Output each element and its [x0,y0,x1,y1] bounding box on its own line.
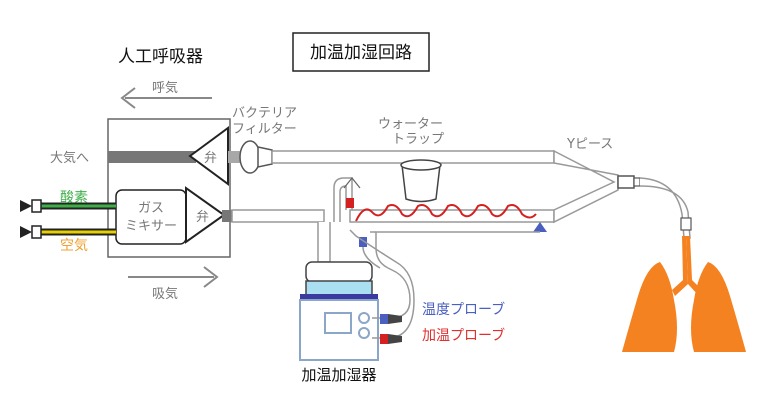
oxygen-label: 酸素 [60,190,88,206]
temp-probe-tip-icon [533,222,547,232]
inhale-valve-icon [185,186,226,244]
ventilator-label: 人工呼吸器 [118,47,203,67]
water-trap-icon [400,159,442,203]
heating-probe-label: 加温プローブ [422,327,505,344]
bacteria-filter-label-line2: フィルター [232,122,297,137]
y-piece [553,149,641,224]
exhale-label: 呼気 [152,80,178,96]
humidifier-knob-lower[interactable] [358,327,370,339]
humidifier-label: 加温加湿器 [301,366,376,384]
gas-mixer-label-line1: ガス [138,201,164,216]
inhale-arrow-icon [128,266,219,288]
bacteria-filter-label-line1: バクテリア [232,106,297,121]
humidifier-knob-upper[interactable] [358,312,370,324]
heating-probe-plug-icon [380,334,402,344]
exhaust-tube [108,151,196,163]
gas-mixer-box [115,189,187,245]
temp-probe-connector-icon [359,237,367,247]
inspiratory-tube [231,209,555,223]
humidifier-unit [299,261,379,361]
oxygen-line [20,199,116,213]
inhale-port [222,210,232,222]
bacteria-filter-icon [228,140,273,174]
inhale-label: 吸気 [152,286,178,302]
temperature-probe-plug-icon [380,314,402,324]
exhale-valve-label: 弁 [204,151,217,166]
y-piece-label: Yピース [566,137,613,152]
humidifier-heater-plate [300,294,378,300]
humidifier-water [305,280,373,296]
heater-wire [355,204,537,222]
exhale-arrow-icon [120,87,212,109]
inhale-valve-label: 弁 [196,210,209,225]
lungs-icon [622,236,746,352]
diagram-title: 加温加湿回路 [310,43,412,63]
heating-probe-cable [346,198,415,339]
humidifier-display[interactable] [324,312,352,334]
air-label: 空気 [60,238,88,254]
patient-connector [680,217,692,231]
to-atmosphere-label: 大気へ [50,150,89,166]
water-trap-label-line2: トラップ [392,132,444,147]
title-box [292,32,430,72]
temperature-probe-label: 温度プローブ [422,301,505,318]
heating-probe-connector-icon [346,198,354,208]
air-line [20,225,116,239]
gas-mixer-label-line2: ミキサー [125,219,177,234]
water-trap-label-line1: ウォーター [378,117,443,132]
temperature-probe-cable [359,231,540,319]
humidifier-chamber-top [305,261,373,283]
